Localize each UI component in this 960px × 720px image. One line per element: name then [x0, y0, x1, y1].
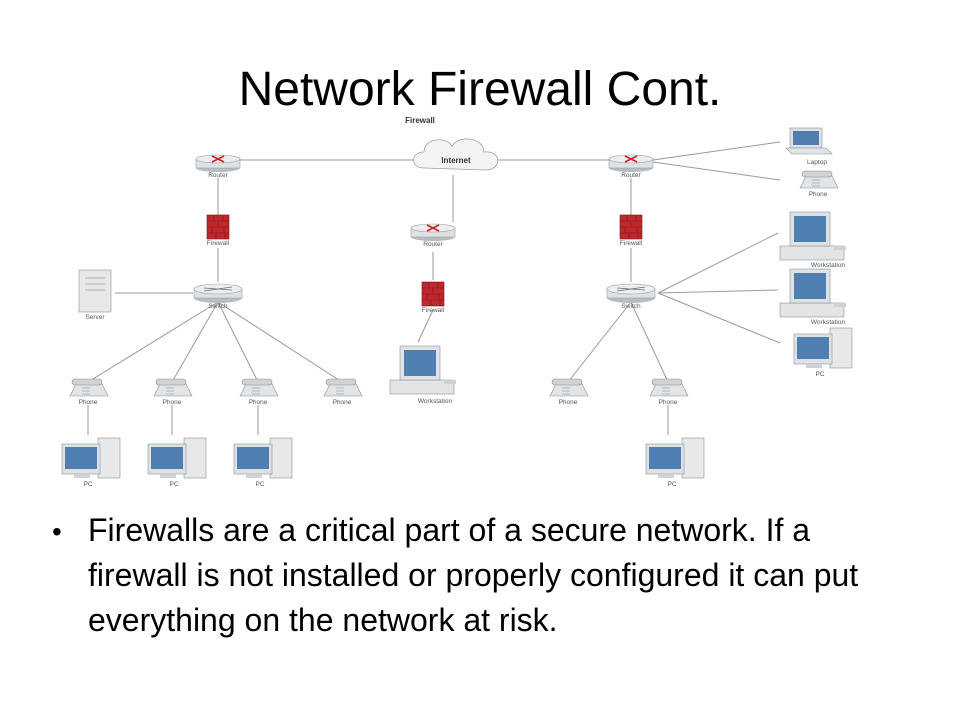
internet-label: Internet — [441, 156, 471, 165]
switch-icon — [606, 283, 656, 304]
router-icon — [608, 154, 654, 173]
phone-label: Phone — [163, 399, 182, 406]
workstation-label: Workstation — [811, 319, 846, 326]
firewall-icon — [206, 214, 230, 240]
slide-title: Network Firewall Cont. — [238, 63, 722, 116]
pc-label: PC — [83, 481, 92, 488]
workstation-label: Workstation — [418, 398, 453, 405]
internet-cloud-icon — [413, 138, 499, 171]
bullet-text: Firewalls are a critical part of a secur… — [88, 512, 859, 638]
router-label: Router — [208, 172, 228, 179]
phone-icon — [239, 378, 279, 397]
server-icon — [78, 269, 112, 313]
phone-label: Phone — [659, 399, 678, 406]
workstation-label: Workstation — [811, 262, 846, 269]
pc-icon — [645, 437, 705, 479]
pc-label: PC — [255, 481, 264, 488]
pc-label: PC — [169, 481, 178, 488]
switch-label: Switch — [208, 303, 228, 310]
firewall-icon — [421, 281, 445, 307]
router-icon — [410, 223, 456, 242]
pc-icon — [233, 437, 293, 479]
switch-label: Switch — [621, 303, 641, 310]
router-icon — [195, 154, 241, 173]
firewall-label: Firewall — [620, 240, 643, 247]
phone-icon — [549, 378, 589, 397]
router-label: Router — [621, 172, 641, 179]
phone-icon — [69, 378, 109, 397]
network-links — [87, 141, 781, 435]
firewall-icon — [619, 214, 643, 240]
laptop-label: Laptop — [807, 159, 827, 166]
pc-label: PC — [815, 371, 824, 378]
diagram-title: Firewall — [405, 116, 435, 125]
phone-label: Phone — [79, 399, 98, 406]
laptop-icon — [785, 127, 833, 155]
phone-icon — [153, 378, 193, 397]
phone-icon — [649, 378, 689, 397]
switch-icon — [193, 283, 243, 304]
pc-icon — [147, 437, 207, 479]
phone-label: Phone — [809, 191, 828, 198]
pc-icon — [61, 437, 121, 479]
workstation-icon — [779, 211, 847, 261]
pc-icon — [793, 327, 853, 369]
workstation-icon — [389, 345, 457, 395]
phone-label: Phone — [333, 399, 352, 406]
phone-icon — [799, 170, 839, 189]
firewall-label: Firewall — [422, 307, 445, 314]
workstation-icon — [779, 268, 847, 318]
phone-label: Phone — [559, 399, 578, 406]
bullet-marker: • — [52, 516, 62, 547]
phone-icon — [323, 378, 363, 397]
network-diagram: Firewall Internet Router Firewall Switch… — [61, 116, 853, 488]
server-label: Server — [85, 314, 105, 321]
phone-label: Phone — [249, 399, 268, 406]
router-label: Router — [423, 241, 443, 248]
pc-label: PC — [667, 481, 676, 488]
firewall-label: Firewall — [207, 240, 230, 247]
